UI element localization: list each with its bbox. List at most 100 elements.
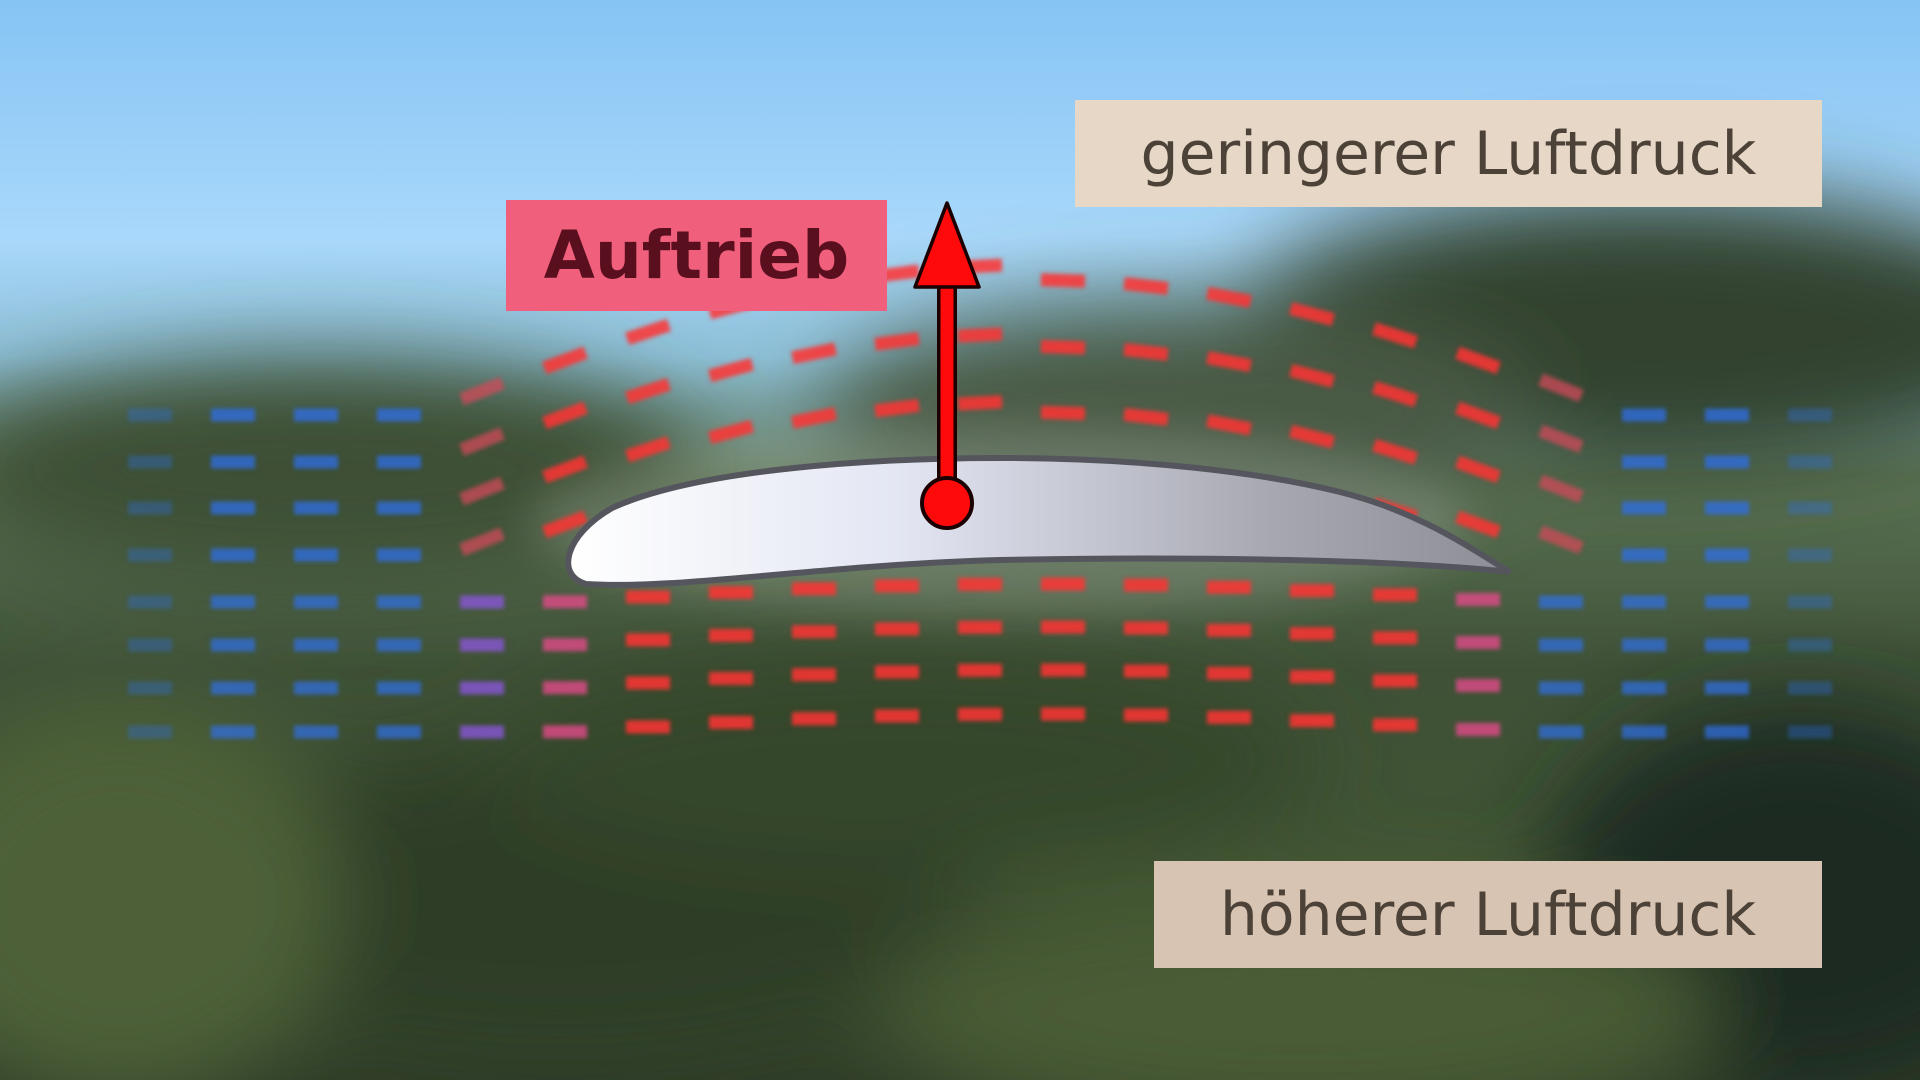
airflow-streak [1705, 502, 1749, 515]
airflow-streak [294, 682, 338, 695]
airflow-streak [1373, 718, 1417, 731]
airflow-streak [377, 726, 421, 739]
airflow-streak [1705, 726, 1749, 739]
airflow-streak [460, 726, 504, 739]
airflow-streak [875, 709, 919, 722]
airflow-streak [128, 502, 172, 515]
airflow-streak [1705, 639, 1749, 652]
airflow-streak [1788, 502, 1832, 515]
airflow-streak [1373, 588, 1417, 601]
airflow-streak [1207, 711, 1251, 724]
airflow-streak [1622, 639, 1666, 652]
airflow-streak [211, 549, 255, 562]
airflow-streak [1788, 596, 1832, 609]
airflow-streak [958, 578, 1002, 591]
airflow-streak [1705, 409, 1749, 422]
airflow-streak [377, 596, 421, 609]
airflow-streak [875, 579, 919, 592]
airflow-streak [626, 590, 670, 603]
airflow-streak [211, 596, 255, 609]
airflow-streak [1705, 456, 1749, 469]
airflow-streak [1124, 579, 1168, 592]
airflow-streak [1622, 726, 1666, 739]
airflow-streak [1622, 502, 1666, 515]
airflow-streak [1456, 679, 1500, 692]
airflow-streak [1041, 621, 1085, 634]
high-pressure-label: höherer Luftdruck [1154, 861, 1822, 968]
airflow-streak [1373, 631, 1417, 644]
airflow-streak [1539, 726, 1583, 739]
airflow-streak [1041, 664, 1085, 677]
airflow-streak [128, 409, 172, 422]
airflow-streak [377, 456, 421, 469]
airflow-streak [294, 502, 338, 515]
airflow-streak [1041, 273, 1085, 287]
airflow-streak [1788, 682, 1832, 695]
airflow-streak [792, 625, 836, 638]
airflow-streak [460, 682, 504, 695]
airflow-streak [1788, 549, 1832, 562]
airflow-streak [1705, 682, 1749, 695]
airflow-streak [211, 502, 255, 515]
airflow-streak [1539, 639, 1583, 652]
airflow-streak [377, 409, 421, 422]
airflow-streak [377, 549, 421, 562]
airflow-streak [1622, 682, 1666, 695]
airflow-streak [211, 726, 255, 739]
low-pressure-label: geringerer Luftdruck [1075, 100, 1822, 207]
airflow-streak [875, 665, 919, 678]
airflow-streak [1788, 456, 1832, 469]
airflow-streak [211, 456, 255, 469]
airflow-streak [294, 639, 338, 652]
airflow-streak [543, 681, 587, 694]
airflow-streak [1456, 593, 1500, 606]
airflow-streak [875, 622, 919, 635]
airflow-streak [128, 596, 172, 609]
airflow-streak [1539, 596, 1583, 609]
airflow-streak [1124, 709, 1168, 722]
airflow-streak [1207, 581, 1251, 594]
airflow-streak [294, 409, 338, 422]
airflow-streak [1622, 596, 1666, 609]
airflow-streak [128, 549, 172, 562]
airflow-streak [460, 596, 504, 609]
airflow-streak [1207, 624, 1251, 637]
airflow-streak [294, 726, 338, 739]
airflow-streak [626, 633, 670, 646]
airflow-streak [958, 664, 1002, 677]
airflow-streak [377, 502, 421, 515]
airflow-streak [1788, 726, 1832, 739]
airflow-streak [211, 639, 255, 652]
airflow-streak [211, 409, 255, 422]
airflow-streak [1041, 708, 1085, 721]
airflow-streak [792, 712, 836, 725]
airflow-streak [543, 725, 587, 738]
airflow-streak [709, 716, 753, 729]
airflow-streak [1373, 674, 1417, 687]
airflow-streak [709, 586, 753, 599]
airflow-streak [1456, 636, 1500, 649]
airflow-streak [1788, 639, 1832, 652]
airflow-streak [1705, 549, 1749, 562]
lift-label: Auftrieb [506, 200, 887, 311]
airflow-streak [1290, 670, 1334, 683]
airflow-streak [1622, 549, 1666, 562]
airflow-streak [958, 327, 1003, 342]
airflow-streak [1124, 622, 1168, 635]
airflow-streak [128, 726, 172, 739]
airflow-streak [1456, 723, 1500, 736]
airflow-streak [1290, 584, 1334, 597]
airflow-streak [1705, 596, 1749, 609]
airflow-streak [128, 682, 172, 695]
airflow-streak [1041, 406, 1085, 420]
airflow-streak [1622, 409, 1666, 422]
airflow-streak [211, 682, 255, 695]
airflow-streak [294, 549, 338, 562]
airflow-streak [1788, 409, 1832, 422]
airflow-streak [294, 596, 338, 609]
airflow-streak [1207, 667, 1251, 680]
airflow-streak [958, 621, 1002, 634]
airflow-streak [709, 629, 753, 642]
airflow-streak [958, 708, 1002, 721]
airflow-streak [792, 582, 836, 595]
